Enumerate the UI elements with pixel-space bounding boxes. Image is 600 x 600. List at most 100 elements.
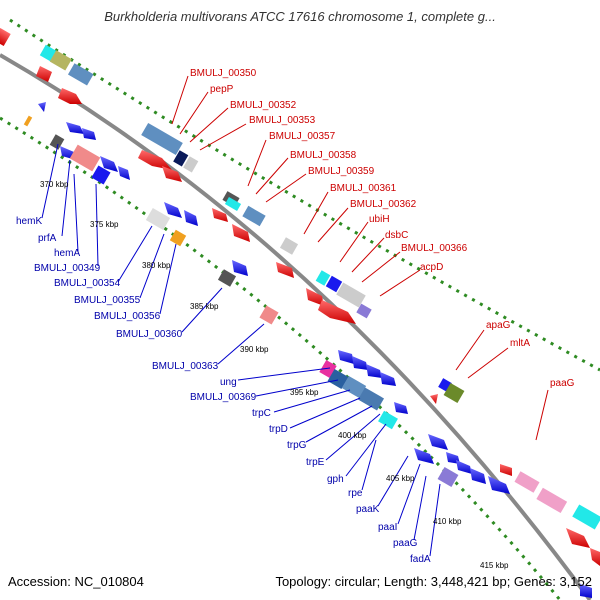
gene-feature <box>319 359 337 379</box>
gene-arrow <box>430 394 438 404</box>
gene-label: hemK <box>16 216 42 227</box>
gene-arrow <box>488 476 510 494</box>
gene-feature <box>145 207 171 231</box>
gene-label: trpC <box>252 408 271 419</box>
gene-label: BMULJ_00350 <box>190 68 257 79</box>
gene-feature <box>49 134 65 150</box>
gene-arrow <box>414 448 434 464</box>
gene-arrow <box>590 548 600 566</box>
kbp-tick-label: 410 kbp <box>433 517 462 526</box>
gene-feature <box>259 305 279 325</box>
gene-label: BMULJ_00357 <box>269 131 336 142</box>
gene-label: hemA <box>54 248 80 259</box>
gene-arrow <box>338 350 354 364</box>
gene-label: BMULJ_00363 <box>152 361 219 372</box>
gene-label: BMULJ_00359 <box>308 166 375 177</box>
gene-label: BMULJ_00358 <box>290 150 357 161</box>
gene-label: BMULJ_00362 <box>350 199 417 210</box>
gene-arrow <box>566 528 590 548</box>
inner-features[interactable] <box>23 102 592 598</box>
map-title: Burkholderia multivorans ATCC 17616 chro… <box>104 9 496 24</box>
gene-feature <box>514 471 540 493</box>
gene-feature <box>67 63 94 86</box>
gene-feature <box>242 205 266 227</box>
gene-arrow <box>232 224 250 242</box>
gene-label: trpD <box>269 424 288 435</box>
gene-arrow <box>162 166 182 182</box>
gene-arrow <box>36 66 52 82</box>
gene-feature <box>0 27 11 47</box>
gene-feature <box>39 44 57 62</box>
gene-feature <box>169 229 187 247</box>
gene-feature <box>356 303 372 319</box>
gene-arrow <box>118 166 130 180</box>
gene-feature <box>327 368 349 390</box>
gene-label: BMULJ_00360 <box>116 329 183 340</box>
gene-label: BMULJ_00356 <box>94 311 161 322</box>
gene-arrow <box>232 260 248 276</box>
outer-features[interactable] <box>0 27 600 566</box>
gene-arrow <box>66 122 84 134</box>
gene-arrow <box>394 402 408 414</box>
gene-label: mltA <box>510 338 530 349</box>
gene-feature <box>217 269 237 287</box>
gene-label: rpe <box>348 488 363 499</box>
gene-feature <box>437 466 459 488</box>
gene-arrow <box>318 300 356 324</box>
kbp-tick-label: 405 kbp <box>386 474 415 483</box>
gene-feature <box>536 487 568 514</box>
gene-arrow <box>428 434 448 450</box>
kbp-tick-label: 380 kbp <box>142 261 171 270</box>
gene-feature <box>49 50 72 71</box>
gene-arrow <box>352 356 368 370</box>
gene-feature <box>336 282 366 308</box>
outer-dotted-track <box>9 18 600 372</box>
gene-feature <box>341 375 367 399</box>
gene-arrow <box>276 262 294 278</box>
gene-arrow <box>500 464 512 476</box>
gene-feature <box>173 150 189 167</box>
gene-label: BMULJ_00349 <box>34 263 101 274</box>
topology-text: Topology: circular; Length: 3,448,421 bp… <box>275 574 592 589</box>
gene-arrow <box>100 156 118 172</box>
gene-labels-blue[interactable]: hemK prfA hemA BMULJ_00349 BMULJ_00354 B… <box>16 216 431 565</box>
gene-feature <box>183 156 199 173</box>
gene-arrow <box>366 364 382 378</box>
gene-label: acpD <box>420 262 443 273</box>
gene-label: trpE <box>306 457 325 468</box>
gene-label: dsbC <box>385 230 408 241</box>
gene-label: paaG <box>550 378 575 389</box>
gene-label: ubiH <box>369 214 390 225</box>
gene-label: paaK <box>356 504 380 515</box>
kbp-tick-label: 390 kbp <box>240 345 269 354</box>
gene-arrow <box>380 372 396 386</box>
gene-feature <box>315 270 331 286</box>
gene-label: pepP <box>210 84 234 95</box>
kbp-tick-label: 400 kbp <box>338 431 367 440</box>
red-leaders <box>171 75 549 441</box>
gene-feature <box>572 504 600 530</box>
gene-label: ung <box>220 377 237 388</box>
gene-arrow <box>38 102 46 112</box>
gene-arrow <box>138 150 172 170</box>
gene-feature <box>224 197 242 211</box>
gene-label: BMULJ_00352 <box>230 100 297 111</box>
gene-arrow <box>212 208 228 222</box>
gene-feature <box>23 115 33 127</box>
gene-label: trpG <box>287 440 307 451</box>
gene-feature <box>378 410 398 430</box>
gene-arrow <box>470 468 486 484</box>
kbp-tick-label: 415 kbp <box>480 561 509 570</box>
gene-label: BMULJ_00354 <box>54 278 121 289</box>
backbone <box>0 53 592 600</box>
gene-arrow <box>580 584 592 598</box>
gene-labels-red[interactable]: BMULJ_00350 pepP BMULJ_00352 BMULJ_00353… <box>190 68 575 389</box>
kbp-ticks: 370 kbp 375 kbp 380 kbp 385 kbp 390 kbp … <box>40 180 509 570</box>
kbp-tick-label: 370 kbp <box>40 180 69 189</box>
gene-label: BMULJ_00355 <box>74 295 141 306</box>
gene-arrow <box>306 288 324 306</box>
gene-label: paaI <box>378 522 397 533</box>
gene-label: prfA <box>38 233 57 244</box>
gene-label: BMULJ_00353 <box>249 115 316 126</box>
